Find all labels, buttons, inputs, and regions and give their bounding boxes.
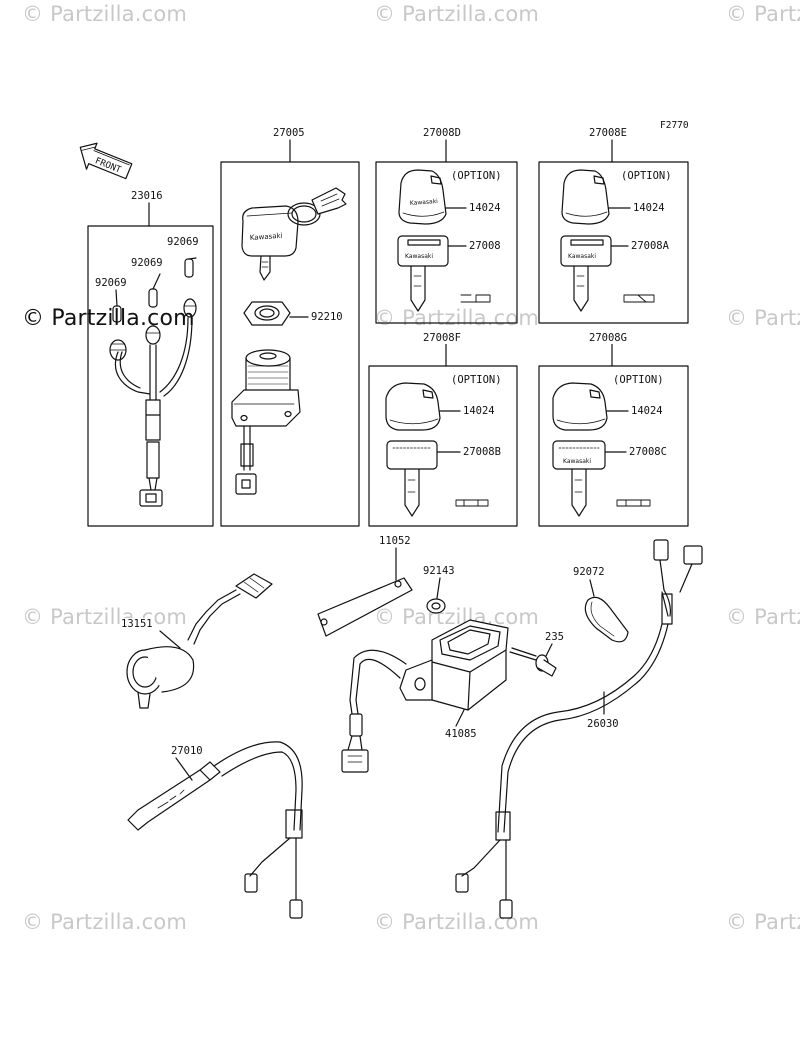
callout-92069[interactable]: 92069	[94, 277, 128, 289]
callout-27008C[interactable]: 27008C	[628, 446, 668, 458]
callout-14024[interactable]: 14024	[468, 202, 502, 214]
nut-92210[interactable]	[243, 301, 291, 326]
wire-harness-23016[interactable]	[109, 298, 197, 507]
group-box-27008F	[368, 365, 518, 527]
callout-27008F[interactable]: 27008F	[422, 332, 462, 344]
callout-27008[interactable]: 27008	[468, 240, 502, 252]
sub-harness-26030[interactable]	[455, 539, 703, 919]
svg-text:Kawasaki: Kawasaki	[568, 253, 596, 260]
blank-key-27008C[interactable]: Kawasaki	[552, 440, 606, 517]
neutral-switch-27010[interactable]	[127, 741, 303, 919]
callout-92069[interactable]: 92069	[166, 236, 200, 248]
blank-key-27008A[interactable]: Kawasaki	[560, 235, 612, 312]
key-cut-profile-icon	[460, 294, 491, 303]
group-box-23016	[87, 225, 214, 527]
watermark: © Partzilla.com	[726, 306, 800, 330]
callout-14024[interactable]: 14024	[632, 202, 666, 214]
watermark: © Partzilla.com	[374, 306, 540, 330]
option-label: (OPTION)	[450, 170, 503, 182]
key-cap-14024-g[interactable]	[552, 382, 608, 431]
watermark: © Partzilla.com	[374, 605, 540, 629]
bolt-235[interactable]	[509, 647, 557, 677]
callout-27008E[interactable]: 27008E	[588, 127, 628, 139]
key-cut-profile-icon	[455, 499, 489, 507]
callout-27008A[interactable]: 27008A	[630, 240, 670, 252]
option-label: (OPTION)	[620, 170, 673, 182]
group-box-27008G	[538, 365, 689, 527]
figure-code: F2770	[660, 120, 689, 131]
key-cut-profile-icon	[623, 294, 655, 303]
callout-13151[interactable]: 13151	[120, 618, 154, 630]
callout-26030[interactable]: 26030	[586, 718, 620, 730]
watermark: © Partzilla.com	[22, 910, 188, 934]
buzzer-13151[interactable]	[126, 573, 273, 709]
callout-235[interactable]: 235	[544, 631, 565, 643]
watermark: © Partzilla.com	[374, 2, 540, 26]
svg-text:Kawasaki: Kawasaki	[405, 253, 433, 260]
callout-27008G[interactable]: 27008G	[588, 332, 628, 344]
callout-27008B[interactable]: 27008B	[462, 446, 502, 458]
callout-14024[interactable]: 14024	[630, 405, 664, 417]
key-cap-14024-e[interactable]	[561, 169, 610, 225]
blank-key-27008[interactable]: Kawasaki	[397, 235, 449, 312]
callout-27005[interactable]: 27005	[272, 127, 306, 139]
collar-92143[interactable]	[426, 598, 446, 614]
watermark: © Partzilla.com	[374, 910, 540, 934]
callout-92143[interactable]: 92143	[422, 565, 456, 577]
key-cut-profile-icon	[616, 499, 651, 507]
watermark: © Partzilla.com	[22, 2, 188, 26]
watermark: © Partzilla.com	[22, 306, 195, 331]
watermark: © Partzilla.com	[726, 605, 800, 629]
key-cap-14024-d[interactable]: Kawasaki	[398, 169, 447, 225]
callout-23016[interactable]: 23016	[130, 190, 164, 202]
svg-text:Kawasaki: Kawasaki	[410, 198, 439, 207]
front-arrow-icon: FRONT	[79, 142, 133, 180]
callout-92072[interactable]: 92072	[572, 566, 606, 578]
group-box-27008E	[538, 161, 689, 324]
control-unit-41085[interactable]	[341, 619, 509, 773]
option-label: (OPTION)	[450, 374, 503, 386]
watermark: © Partzilla.com	[726, 910, 800, 934]
ignition-switch-body[interactable]	[231, 349, 301, 495]
watermark: © Partzilla.com	[22, 605, 188, 629]
ignition-key-27005[interactable]: Kawasaki	[241, 187, 347, 281]
watermark: © Partzilla.com	[726, 2, 800, 26]
key-cap-14024-f[interactable]	[385, 382, 441, 431]
callout-92069[interactable]: 92069	[130, 257, 164, 269]
callout-27008D[interactable]: 27008D	[422, 127, 462, 139]
bracket-plate-11052[interactable]	[317, 577, 413, 637]
callout-14024[interactable]: 14024	[462, 405, 496, 417]
callout-92210[interactable]: 92210	[310, 311, 344, 323]
callout-11052[interactable]: 11052	[378, 535, 412, 547]
svg-text:Kawasaki: Kawasaki	[563, 458, 591, 465]
key-brand-text: Kawasaki	[250, 232, 283, 242]
callout-41085[interactable]: 41085	[444, 728, 478, 740]
callout-27010[interactable]: 27010	[170, 745, 204, 757]
option-label: (OPTION)	[612, 374, 665, 386]
blank-key-27008B[interactable]	[386, 440, 438, 517]
band-92072[interactable]	[584, 596, 629, 643]
